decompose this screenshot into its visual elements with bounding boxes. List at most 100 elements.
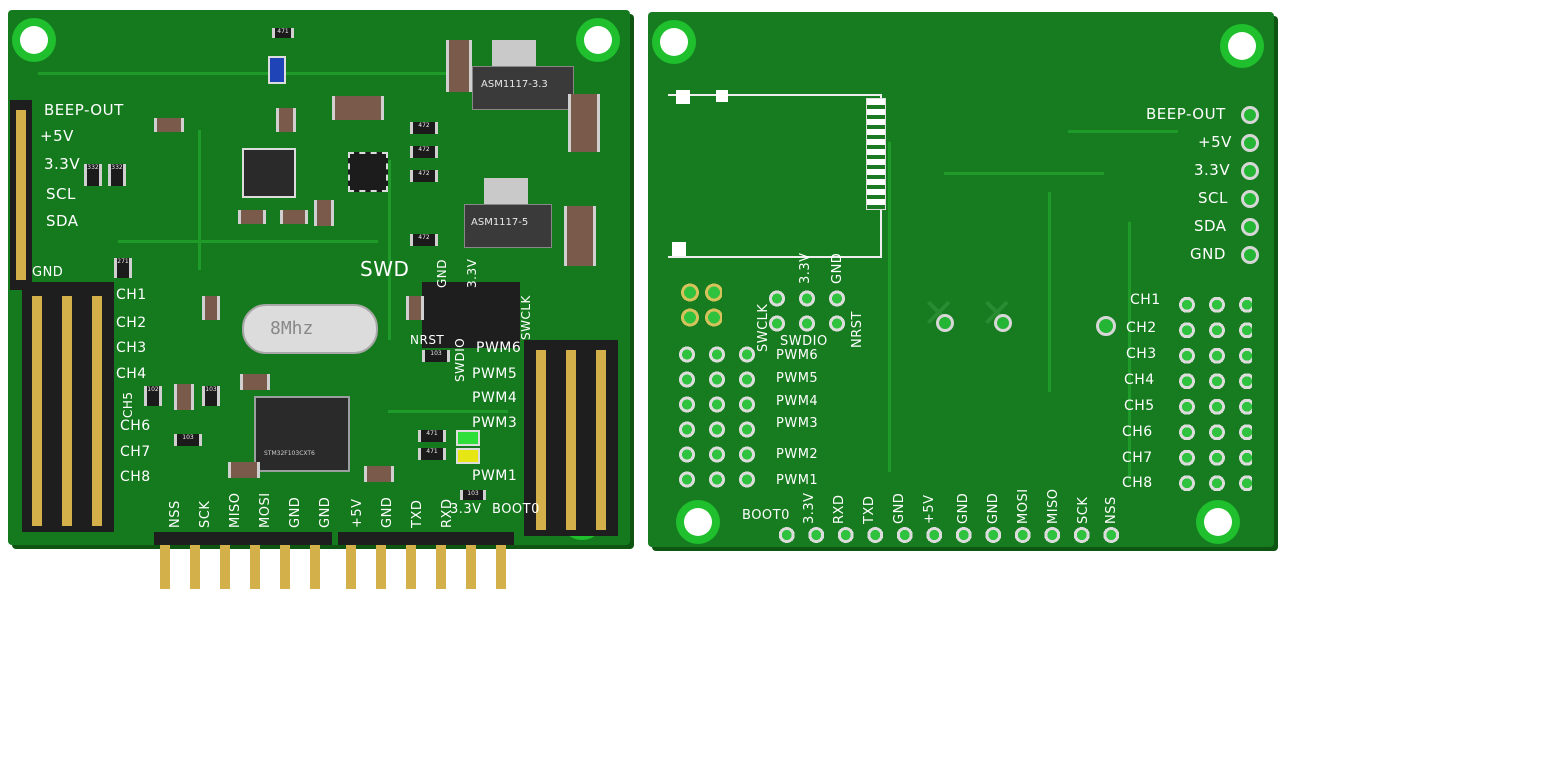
front-bottom-label-3v3: 3.3V [450,502,482,517]
header-pin [190,545,200,589]
front-bottom-label-sck: SCK [198,500,213,528]
front-bottom-label-gnd: GND [288,496,303,528]
sd-pad [676,90,690,104]
back-bottom-label-nss: NSS [1104,496,1119,524]
qfn-chip [348,152,388,192]
front-label-pwm4: PWM4 [472,390,518,406]
capacitor [568,94,600,152]
back-bottom-label-gnd: GND [892,492,907,524]
back-label-gnd: GND [1190,245,1226,263]
resistor: 103 [460,490,486,500]
resistor: 471 [272,28,294,38]
resistor: 103 [202,386,220,406]
back-bottom-label-sck: SCK [1076,496,1091,524]
back-bottom-label-txd: TXD [862,495,877,524]
resistor: 332 [108,164,126,186]
mounting-hole-top-left [652,20,696,64]
led-yellow [456,448,480,464]
front-label-pwm6: PWM6 [476,340,522,356]
sd-card-outline [668,94,882,258]
back-bottom-label-boot0: BOOT0 [742,508,790,523]
capacitor [240,374,270,390]
front-label-pwm1: PWM1 [472,468,518,484]
front-label-ch5: CH5 [121,391,135,418]
back-ch-pad-grid [1172,292,1252,492]
pcb-front-view: BEEP-OUT +5V 3.3V SCL SDA GND CH1 CH2 CH… [8,10,630,545]
front-label-ch3: CH3 [116,340,147,356]
capacitor [228,462,260,478]
swd-title: SWD [360,257,410,281]
trace [1128,222,1131,482]
pad [1241,106,1259,124]
header-pin [250,545,260,589]
back-label-ch8: CH8 [1122,475,1153,491]
trace [1048,192,1051,392]
front-bottom-label-nss: NSS [168,500,183,528]
back-label-beep-out: BEEP-OUT [1146,105,1226,123]
header-pin [406,545,416,589]
crystal-label: 8Mhz [270,318,314,339]
back-swd-label-3v3: 3.3V [798,252,813,284]
back-label-pwm1: PWM1 [776,473,819,488]
header-pin [466,545,476,589]
capacitor [276,108,296,132]
resistor: 332 [84,164,102,186]
back-pwm-pad-grid [672,342,758,492]
swd-label-swclk: SWCLK [519,295,533,340]
resistor: 471 [418,430,446,442]
front-bottom-label-mosi: MOSI [258,492,273,528]
trace [1068,130,1178,133]
back-label-scl: SCL [1198,189,1228,207]
back-label-ch3: CH3 [1126,346,1157,362]
capacitor [564,206,596,266]
front-label-ch6: CH6 [120,418,151,434]
blue-smd-component [268,56,286,84]
trace [198,130,201,270]
capacitor [280,210,308,224]
swd-pin-header [422,282,520,348]
back-bottom-label-miso: MISO [1046,488,1061,524]
back-label-ch2: CH2 [1126,320,1157,336]
pad [1241,190,1259,208]
front-label-3v3: 3.3V [44,155,81,173]
header-pin [32,296,42,526]
header-pin [310,545,320,589]
back-label-pwm2: PWM2 [776,447,819,462]
sd-pad [716,90,728,102]
pad [1096,316,1116,336]
header-pin [160,545,170,589]
header-pin [436,545,446,589]
back-bottom-label-3v3: 3.3V [802,492,817,524]
resistor: 102 [144,386,162,406]
pad [994,314,1012,332]
back-top-left-pads [678,280,722,330]
back-label-3v3: 3.3V [1194,161,1231,179]
capacitor [154,118,184,132]
front-label-ch2: CH2 [116,315,147,331]
pad [936,314,954,332]
capacitor [332,96,384,120]
front-label-ch1: CH1 [116,287,147,303]
front-label-scl: SCL [46,185,76,203]
back-label-ch5: CH5 [1124,398,1155,414]
capacitor [406,296,424,320]
crystal-oscillator: 8Mhz [242,304,378,354]
header-pin [596,350,606,530]
back-bottom-pad-row [772,524,1120,546]
back-bottom-label-gnd: GND [986,492,1001,524]
back-bottom-label-mosi: MOSI [1016,488,1031,524]
trace [118,240,378,243]
back-swd-label-nrst: NRST [850,311,865,348]
header-pin [16,110,26,280]
front-label-pwm5: PWM5 [472,366,518,382]
sd-card-connector [866,98,886,210]
swd-label-swdio: SWDIO [453,337,467,382]
mcu-label: STM32F103CXT6 [264,450,315,457]
front-label-beep-out: BEEP-OUT [44,101,124,119]
header-pin [62,296,72,526]
mounting-hole-top-left [12,18,56,62]
front-bottom-pins [160,545,520,590]
swd-label-3v3: 3.3V [465,258,479,288]
led-green [456,430,480,446]
regulator-heat-tab [484,178,528,204]
